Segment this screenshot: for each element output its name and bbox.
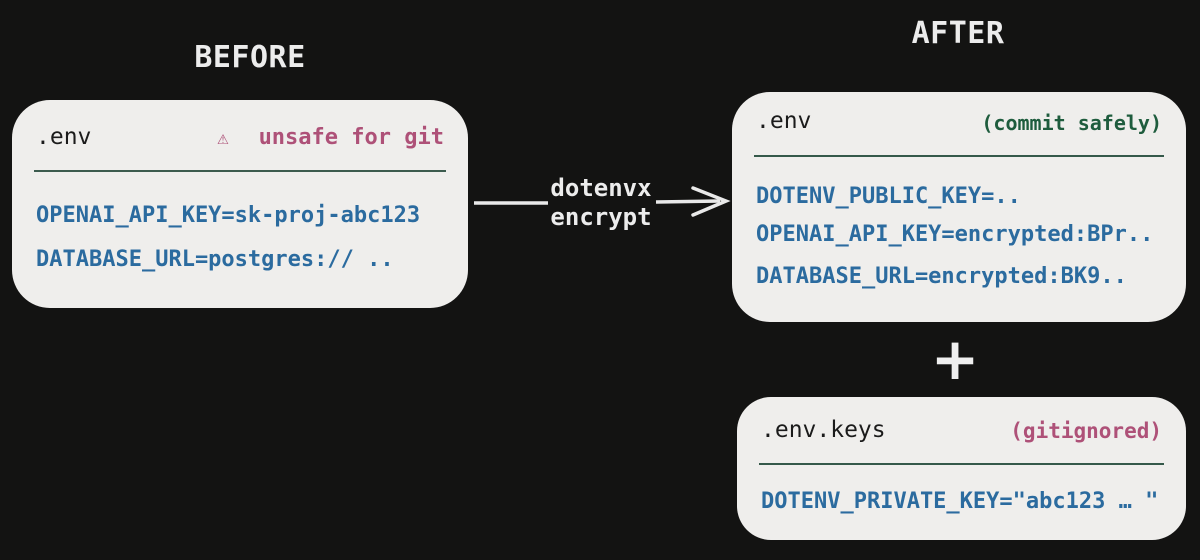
gitignored-badge: (gitignored)	[1010, 419, 1162, 443]
encrypt-command-line1: dotenvx	[550, 174, 652, 202]
unsafe-badge: ⚠ unsafe for git	[217, 125, 444, 150]
warning-triangle-icon: ⚠	[217, 127, 229, 149]
divider-line	[34, 170, 446, 172]
before-env-card: .env ⚠ unsafe for git OPENAI_API_KEY=sk-…	[12, 100, 468, 308]
before-env-filename: .env	[36, 124, 92, 150]
divider-line	[759, 463, 1164, 465]
unsafe-badge-label: unsafe for git	[258, 125, 444, 150]
encrypt-command-line2: encrypt	[550, 203, 652, 231]
env-var-private-key: DOTENV_PRIVATE_KEY="abc123 … "	[761, 489, 1159, 514]
divider-line	[754, 155, 1164, 157]
env-keys-filename: .env.keys	[761, 417, 886, 443]
right-arrow-icon	[474, 186, 731, 217]
commit-safely-badge: (commit safely)	[981, 111, 1162, 135]
after-heading: AFTER	[911, 16, 1005, 51]
after-env-card: .env (commit safely) DOTENV_PUBLIC_KEY=.…	[732, 92, 1186, 322]
commit-safely-badge-label: (commit safely)	[981, 111, 1162, 135]
env-var-database-encrypted: DATABASE_URL=encrypted:BK9..	[756, 264, 1127, 289]
before-heading: BEFORE	[194, 40, 306, 75]
plus-icon: +	[930, 325, 980, 393]
env-var-openai-encrypted: OPENAI_API_KEY=encrypted:BPr..	[756, 222, 1154, 247]
encrypt-arrow-group: dotenvx encrypt	[472, 173, 734, 235]
env-var-public-key: DOTENV_PUBLIC_KEY=..	[756, 184, 1021, 209]
after-env-filename: .env	[756, 108, 812, 134]
encrypt-command-label: dotenvx encrypt	[546, 174, 656, 232]
gitignored-badge-label: (gitignored)	[1010, 419, 1162, 443]
env-var-openai-plain: OPENAI_API_KEY=sk-proj-abc123	[36, 203, 421, 228]
env-var-database-plain: DATABASE_URL=postgres:// ..	[36, 247, 394, 272]
env-keys-card: .env.keys (gitignored) DOTENV_PRIVATE_KE…	[737, 397, 1186, 540]
